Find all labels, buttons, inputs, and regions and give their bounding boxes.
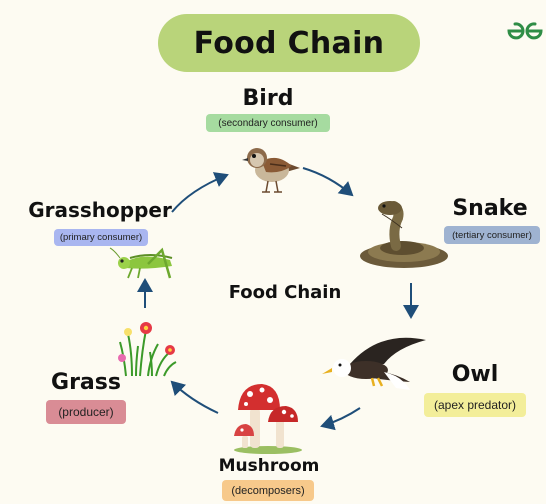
bird-label: Bird	[218, 86, 318, 111]
grass-role-tag: (producer)	[46, 400, 126, 424]
snake-label: Snake	[448, 196, 532, 221]
mushroom-icon	[232, 378, 304, 454]
arrow-owl-to-mushroom	[322, 408, 360, 426]
arrow-bird-to-snake	[303, 168, 352, 195]
snake-icon	[352, 200, 452, 272]
grass-flowers-icon	[116, 312, 180, 378]
snake-role-tag: (tertiary consumer)	[444, 226, 540, 244]
grasshopper-label: Grasshopper	[22, 198, 178, 222]
owl-role-tag: (apex predator)	[424, 393, 526, 417]
arrow-mushroom-to-grass	[172, 382, 218, 413]
mushroom-label: Mushroom	[204, 456, 334, 476]
owl-label: Owl	[444, 362, 506, 387]
sparrow-icon	[240, 138, 306, 198]
eagle-icon	[310, 334, 426, 394]
center-label: Food Chain	[205, 282, 365, 303]
grass-label: Grass	[38, 370, 134, 395]
grasshopper-icon	[112, 244, 180, 284]
arrow-grasshopper-to-bird	[172, 175, 227, 212]
bird-role-tag: (secondary consumer)	[206, 114, 330, 132]
mushroom-role-tag: (decomposers)	[222, 480, 314, 501]
